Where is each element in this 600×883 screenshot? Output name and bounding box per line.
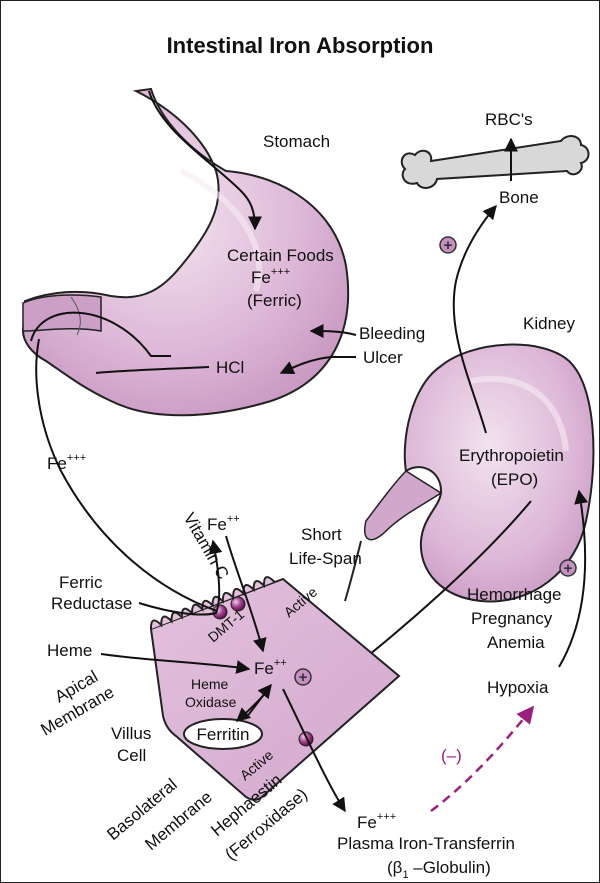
plus-badge-bone-label: + — [444, 237, 453, 254]
diagram-title: Intestinal Iron Absorption — [167, 33, 434, 58]
epo-label-1: Erythropoietin — [459, 446, 564, 465]
villus-cell — [148, 575, 399, 800]
certain-foods-label: Certain Foods — [227, 246, 334, 265]
fe-plasma-label: Fe+++ — [357, 811, 396, 832]
plus-badge-kidney-label: + — [564, 560, 573, 577]
plus-badge-cell-label: + — [299, 669, 308, 686]
heme-label: Heme — [47, 641, 92, 660]
stomach-label: Stomach — [263, 132, 330, 151]
anemia-label: Anemia — [487, 633, 545, 652]
fe-pp-label: Fe++ — [207, 513, 240, 534]
bone-icon — [402, 136, 589, 188]
ferritin-label: Ferritin — [197, 725, 250, 744]
ulcer-label: Ulcer — [363, 348, 403, 367]
cell-label: Cell — [117, 746, 146, 765]
plasma-transferrin-label: Plasma Iron-Transferrin — [337, 834, 515, 853]
villus-label: Villus — [111, 724, 151, 743]
globulin-label: (β1 –Globulin) — [387, 858, 491, 881]
bone-label: Bone — [499, 188, 539, 207]
hcl-label: HCl — [216, 358, 244, 377]
kidney-label: Kidney — [523, 314, 575, 333]
heme-oxidase-label-2: Oxidase — [185, 694, 237, 710]
hypoxia-label: Hypoxia — [487, 678, 549, 697]
rbcs-label: RBC's — [485, 110, 533, 129]
epo-label-2: (EPO) — [491, 470, 538, 489]
ferric-reductase-label-1: Ferric — [59, 573, 103, 592]
lifespan-label: Life-Span — [289, 549, 362, 568]
ferric-reductase-label-2: Reductase — [51, 594, 132, 613]
negative-feedback-label: (–) — [441, 746, 462, 765]
bleeding-label: Bleeding — [359, 324, 425, 343]
pregnancy-label: Pregnancy — [471, 609, 553, 628]
hemorrhage-label: Hemorrhage — [467, 585, 562, 604]
short-label: Short — [301, 525, 342, 544]
ferric-label: (Ferric) — [247, 291, 302, 310]
heme-oxidase-label-1: Heme — [191, 676, 229, 692]
